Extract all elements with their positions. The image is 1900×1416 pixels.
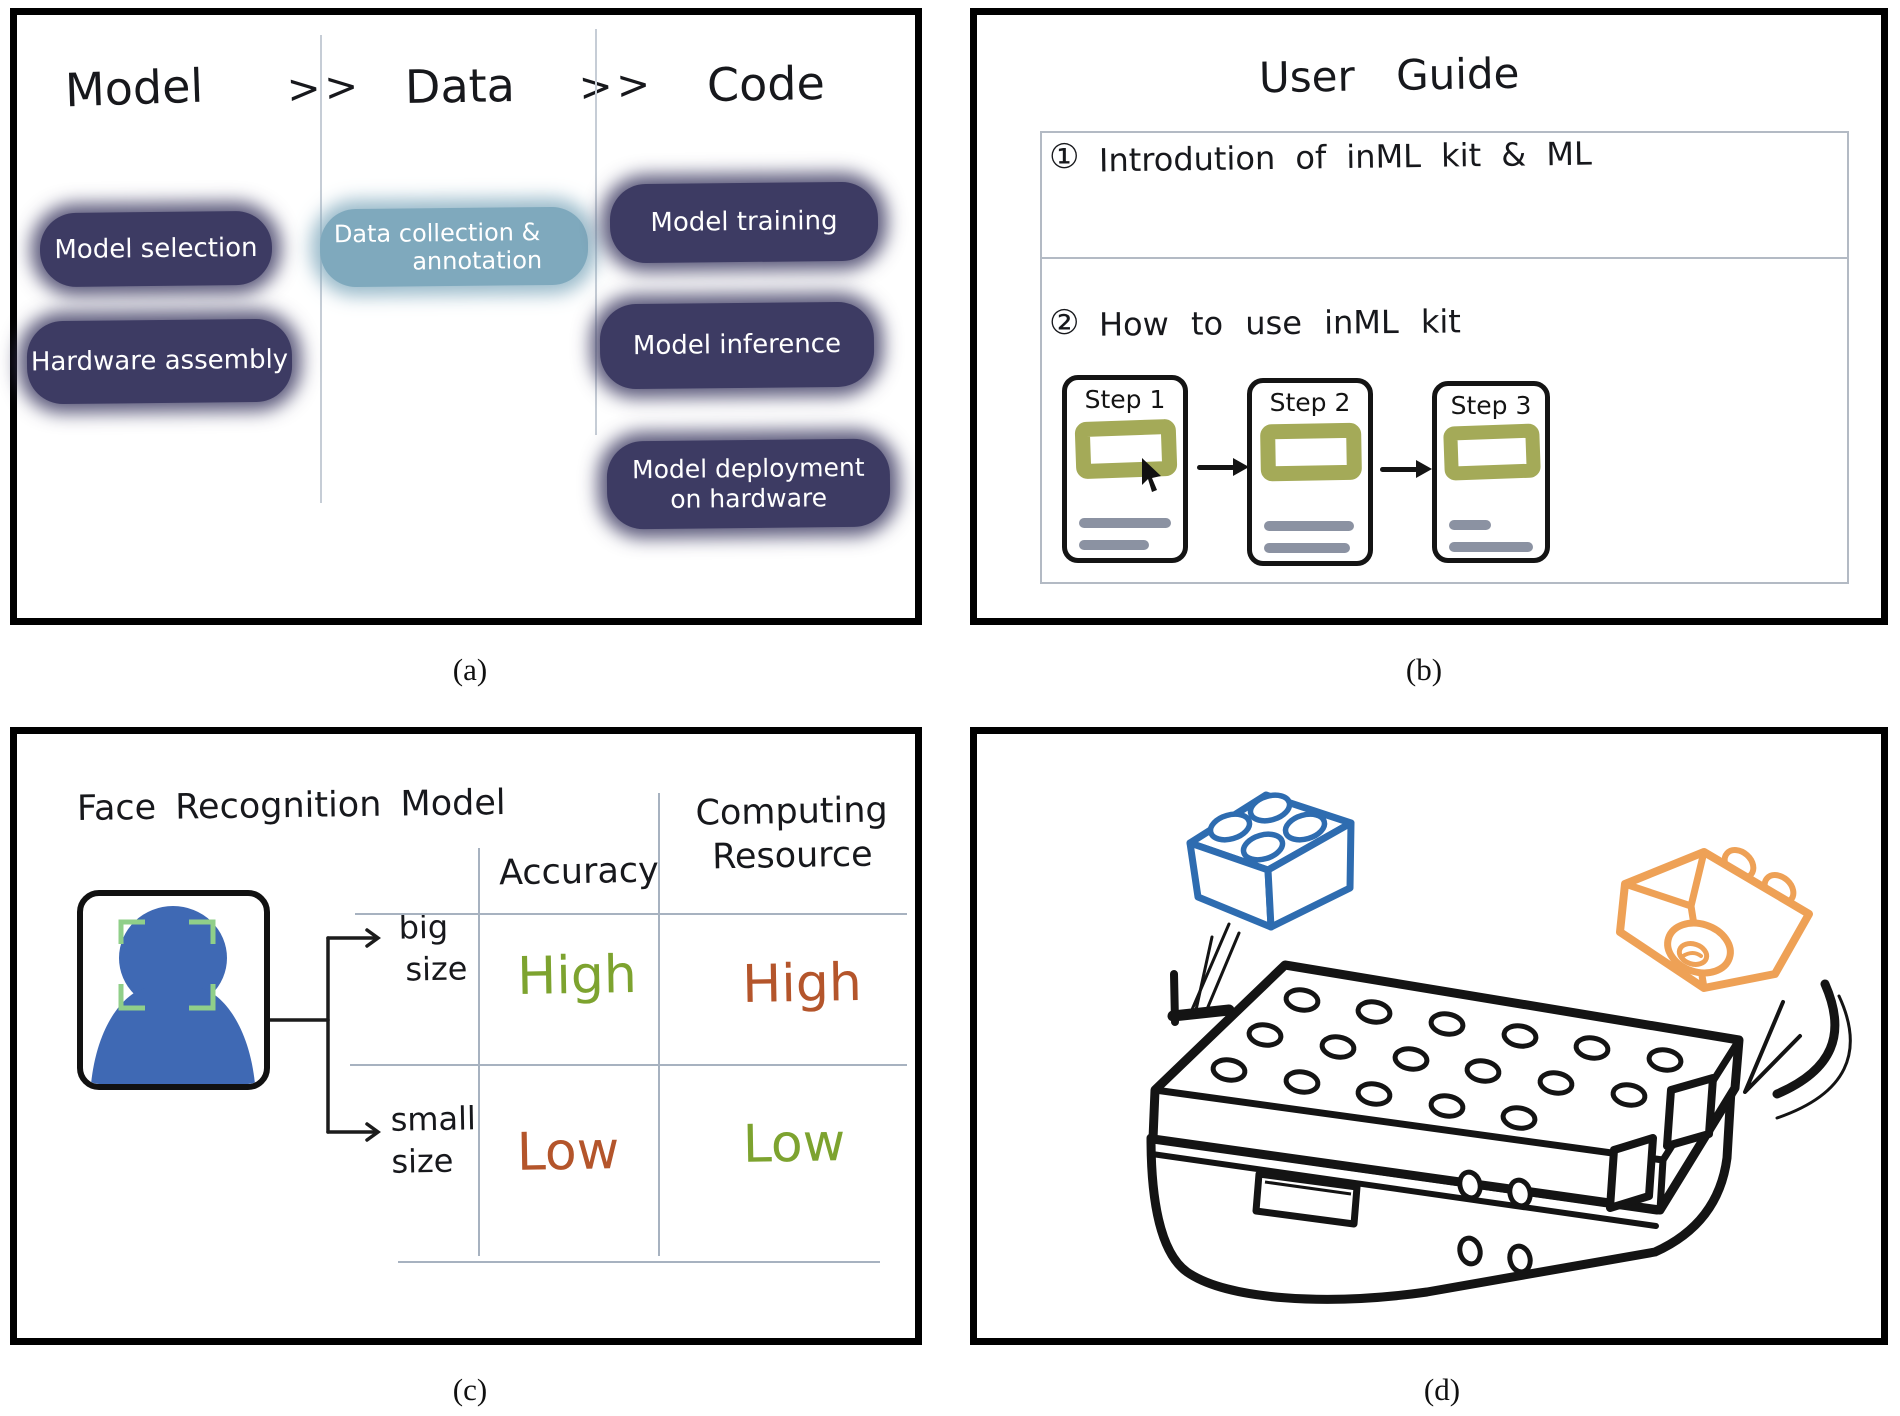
circled-one-icon: ①: [1049, 137, 1080, 177]
text-line-bar: [1079, 518, 1171, 528]
circled-two-icon: ②: [1049, 303, 1080, 343]
table-vline: [658, 793, 660, 1256]
pill-line: Model deployment: [631, 452, 865, 485]
table-hline: [350, 1064, 907, 1066]
flow-arrow-head-icon: [1233, 458, 1249, 476]
column-title-data: Data: [404, 58, 516, 114]
subfigure-caption-a: (a): [452, 652, 488, 687]
step-card-1: Step 1: [1062, 375, 1188, 563]
subfigure-caption-c: (c): [452, 1372, 488, 1407]
panel-d-hardware-kit: [970, 727, 1888, 1345]
text-line-bar: [1449, 542, 1533, 552]
guide-section-divider: [1042, 257, 1847, 259]
blue-lego-brick-icon: [1186, 791, 1355, 931]
step-label: Step 1: [1084, 385, 1166, 414]
pill-line: on hardware: [670, 483, 828, 514]
text-line-bar: [1079, 540, 1149, 550]
column-title-code: Code: [706, 55, 826, 113]
table-hline: [355, 913, 907, 915]
pill-hardware-assembly: Hardware assembly: [26, 318, 293, 405]
case-side-ports: [1606, 1074, 1717, 1212]
flow-arrow-icon: [1380, 467, 1418, 472]
header-line: Resource: [711, 834, 873, 878]
case-handle: [1252, 1170, 1361, 1228]
column-title-model: Model: [64, 58, 205, 118]
guide-item-text: How to use inML kit: [1099, 302, 1462, 344]
down-arrow-icon: [1167, 922, 1241, 1026]
table-hline: [398, 1261, 880, 1263]
step-card-3: Step 3: [1432, 381, 1550, 563]
stacked-brick-case: [1146, 960, 1744, 1304]
column-divider: [595, 29, 597, 435]
text-line-bar: [1264, 521, 1354, 531]
branch-label-big-size: big size: [398, 905, 468, 990]
orange-camera-brick-icon: [1616, 847, 1813, 992]
flow-arrow-icon: [1197, 465, 1235, 470]
branch-label-line: small: [390, 1099, 477, 1139]
face-bracket-icon: [118, 919, 216, 1011]
step-card-2: Step 2: [1247, 378, 1373, 566]
cell-big-accuracy: High: [516, 944, 638, 1008]
face-detection-box: [77, 890, 270, 1090]
branch-label-small-size: small size: [390, 1097, 477, 1182]
subfigure-caption-d: (d): [1423, 1372, 1461, 1407]
screen-sketch-icon: [1260, 422, 1362, 482]
chevron-separator-icon: >>: [285, 63, 364, 113]
chevron-separator-icon: >>: [577, 61, 656, 111]
table-vline: [478, 848, 480, 1256]
pill-line: annotation: [412, 246, 543, 276]
branch-label-line: size: [391, 1141, 454, 1181]
flow-arrow-head-icon: [1416, 460, 1432, 478]
guide-item-1: ① Introdution of inML kit & ML: [1049, 134, 1593, 180]
pill-data-collection: Data collection & annotation: [319, 206, 589, 288]
panel-b-user-guide: User Guide ① Introdution of inML kit & M…: [970, 8, 1888, 625]
cell-small-accuracy: Low: [516, 1121, 620, 1183]
header-accuracy: Accuracy: [498, 850, 660, 894]
cell-big-resource: High: [741, 952, 863, 1016]
branch-label-line: big: [398, 907, 449, 947]
cursor-icon: [1142, 458, 1161, 492]
hardware-kit-sketch: [1146, 791, 1852, 1304]
screen-sketch-icon: [1443, 423, 1541, 481]
panel-c-model-tradeoff: Face Recognition Model big size small: [10, 727, 922, 1345]
step-label: Step 3: [1450, 391, 1532, 420]
person-silhouette-icon: [91, 906, 255, 1084]
subfigure-caption-b: (b): [1405, 652, 1443, 687]
branch-connector: [270, 928, 381, 1142]
header-computing-resource: Computing Resource: [676, 788, 908, 880]
pill-model-selection: Model selection: [39, 210, 273, 288]
cell-small-resource: Low: [742, 1113, 846, 1175]
case-studs: [1210, 987, 1684, 1131]
branch-label-line: size: [405, 949, 468, 989]
guide-item-text: Introdution of inML kit & ML: [1099, 134, 1593, 180]
case-front-ports: [1457, 1169, 1533, 1275]
header-line: Computing: [695, 790, 889, 834]
guide-outline-box: [1040, 131, 1849, 584]
panel-a-workflow: Model >> Data >> Code Model selection Ha…: [10, 8, 922, 625]
face-recognition-title: Face Recognition Model: [76, 783, 506, 829]
pill-model-training: Model training: [609, 181, 879, 264]
pill-model-inference: Model inference: [599, 301, 875, 390]
curved-arrow-icon: [1743, 979, 1852, 1120]
user-guide-title: User Guide: [1258, 48, 1520, 103]
pill-model-deployment: Model deployment on hardware: [606, 438, 891, 530]
guide-item-2: ② How to use inML kit: [1049, 302, 1462, 344]
column-divider: [320, 35, 322, 503]
step-label: Step 2: [1269, 388, 1351, 417]
text-line-bar: [1449, 520, 1491, 530]
text-line-bar: [1264, 543, 1350, 553]
screen-sketch-icon: [1074, 419, 1178, 479]
pill-line: Data collection &: [333, 218, 541, 249]
